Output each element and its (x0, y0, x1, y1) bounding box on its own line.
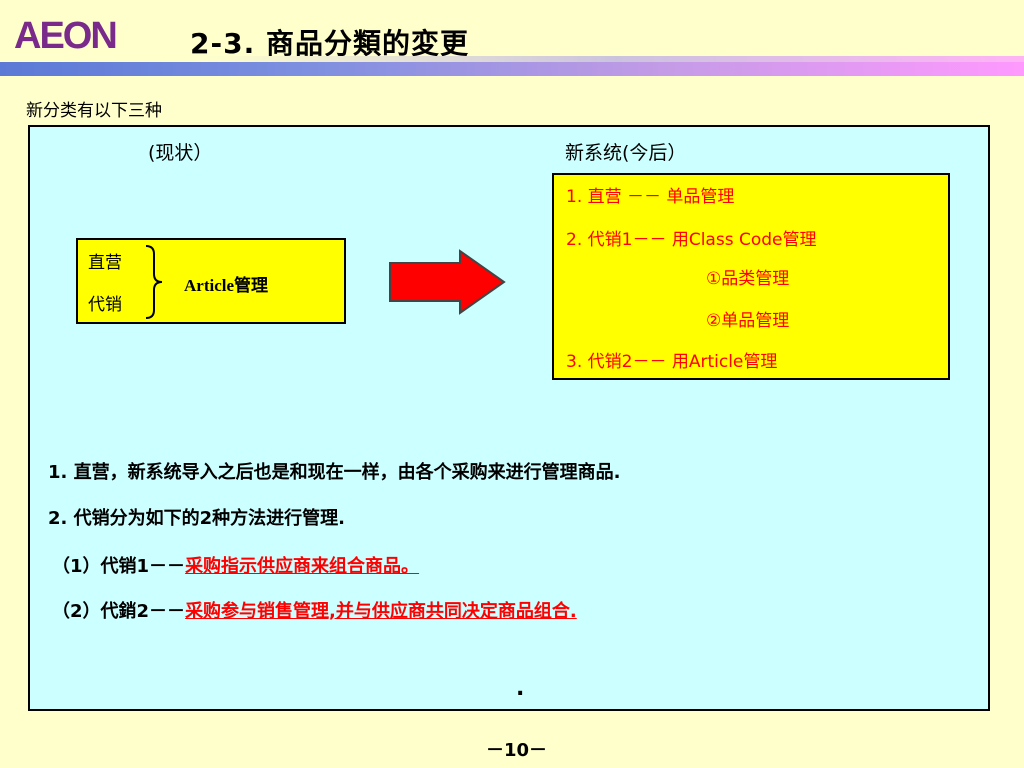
header-band (0, 62, 1024, 76)
logo-text: AEON (14, 15, 116, 54)
new-line-4: ②单品管理 (706, 311, 790, 331)
new-line-2: 2. 代销1－－ 用Class Code管理 (566, 230, 817, 250)
new-line-1: 1. 直营 －－ 单品管理 (566, 187, 735, 207)
right-arrow-icon (388, 249, 506, 315)
paragraph-4: （2）代銷2－－采购参与销售管理,并与供应商共同决定商品组合. (52, 597, 577, 623)
paragraph-3: （1）代销1－－采购指示供应商来组合商品。 (52, 552, 419, 578)
new-line-5: 3. 代销2－－ 用Article管理 (566, 352, 778, 372)
page-number: －10－ (486, 740, 548, 761)
end-dot: . (516, 676, 525, 701)
current-direct-label: 直营 (88, 253, 122, 273)
page-title: 2-3. 商品分類的変更 (190, 27, 469, 60)
paragraph-2: 2. 代销分为如下的2种方法进行管理. (48, 508, 345, 529)
paragraph-1: 1. 直营，新系统导入之后也是和现在一样，由各个采购来进行管理商品. (48, 462, 621, 483)
new-system-box (552, 173, 950, 380)
current-state-box (76, 238, 346, 324)
paragraph-4-prefix: （2）代銷2－－ (52, 601, 186, 622)
subtitle: 新分类有以下三种 (26, 101, 162, 121)
current-consign-label: 代销 (88, 295, 122, 315)
new-line-3: ①品类管理 (706, 269, 790, 289)
brace-icon (142, 244, 164, 320)
paragraph-3-red: 采购指示供应商来组合商品。 (185, 556, 420, 577)
label-new-system: 新系统(今后） (565, 142, 687, 164)
current-article-label: Article管理 (184, 276, 269, 295)
header-band-top (0, 56, 1024, 62)
aeon-logo: AEON (14, 14, 126, 57)
label-current: (现状） (148, 142, 213, 164)
paragraph-4-red: 采购参与销售管理,并与供应商共同决定商品组合. (185, 601, 577, 622)
paragraph-3-prefix: （1）代销1－－ (52, 556, 186, 577)
